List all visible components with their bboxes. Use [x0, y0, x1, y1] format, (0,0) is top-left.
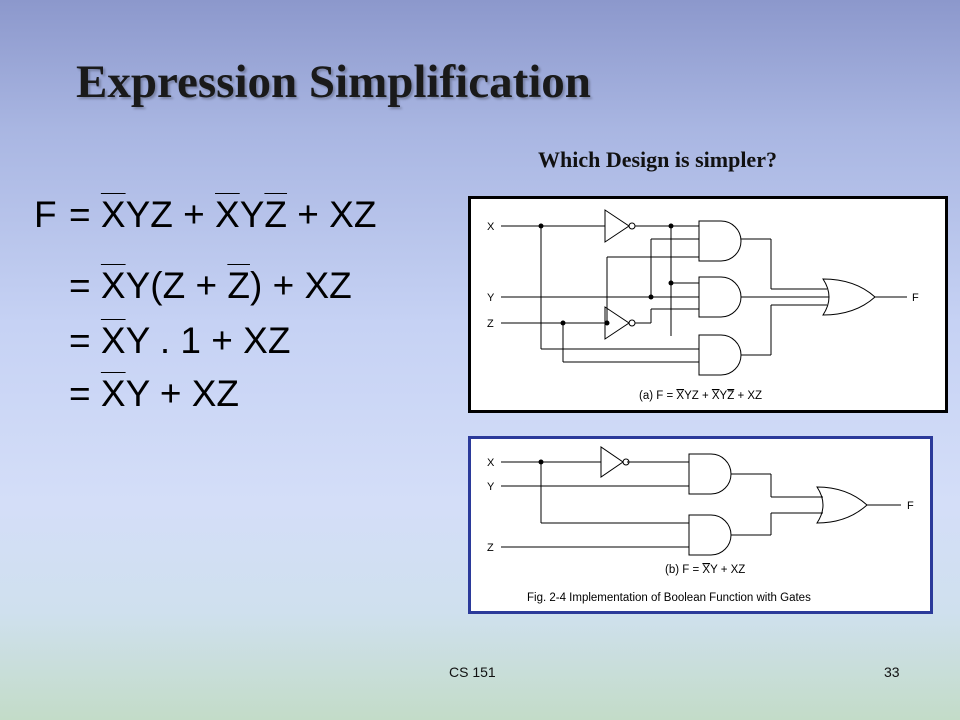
equation-line-1: = XYZ + XYZ + XZ — [69, 194, 377, 235]
page-number: 33 — [884, 664, 900, 680]
and-gate-2 — [688, 514, 732, 556]
input-label-x: X — [487, 221, 495, 233]
circuit-a-panel: X Y Z F — [468, 196, 948, 413]
and-gate-2 — [698, 276, 742, 318]
not-gate-x — [604, 209, 636, 243]
and-gate-3 — [698, 334, 742, 376]
slide-title: Expression Simplification — [76, 56, 591, 108]
circuit-b-diagram: X Y Z F (b) F — [487, 446, 914, 604]
not-gate-x — [600, 446, 630, 478]
and-gate-1 — [698, 220, 742, 262]
junction-dots — [538, 223, 674, 326]
not-gate-z — [604, 306, 636, 340]
input-label-z: Z — [487, 318, 494, 330]
input-label-y: Y — [487, 292, 495, 304]
wires — [501, 225, 907, 363]
circuit-b-panel: X Y Z F (b) F — [468, 436, 933, 614]
input-label-x: X — [487, 457, 495, 469]
figure-caption: Fig. 2-4 Implementation of Boolean Funct… — [527, 592, 811, 604]
wires — [501, 461, 901, 548]
or-gate — [822, 278, 876, 316]
equation-line-2: = XY(Z + Z) + XZ — [69, 265, 352, 306]
footer-course: CS 151 — [449, 664, 496, 680]
circuit-a-diagram: X Y Z F — [487, 209, 919, 402]
junction-dots — [538, 459, 544, 465]
circuit-a-caption: (a) F = XYZ + XYZ + XZ — [639, 390, 762, 402]
and-gate-1 — [688, 453, 732, 495]
input-label-z: Z — [487, 542, 494, 554]
or-gate — [816, 486, 868, 524]
input-label-y: Y — [487, 481, 495, 493]
equation-line-4: = XY + XZ — [69, 373, 240, 414]
circuit-b-caption: (b) F = XY + XZ — [665, 564, 745, 576]
equation-line-3: = XY . 1 + XZ — [69, 320, 291, 361]
output-label-f: F — [912, 292, 919, 304]
equation-lhs: F — [34, 194, 57, 235]
design-question: Which Design is simpler? — [538, 147, 777, 172]
output-label-f: F — [907, 500, 914, 512]
